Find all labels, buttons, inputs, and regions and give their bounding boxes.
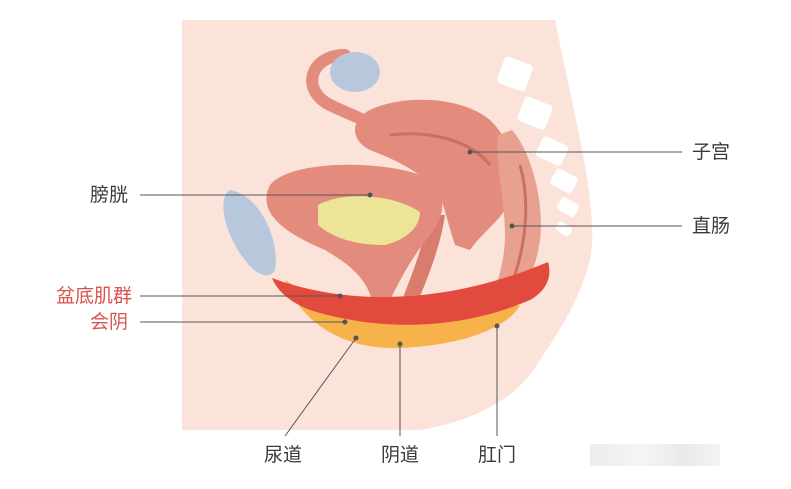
leader-lines [140,151,682,437]
label-pelvic-floor: 盆底肌群 [56,285,133,307]
label-perineum: 会阴 [90,311,129,333]
label-bladder: 膀胱 [90,184,129,206]
pelvic-floor-shape [272,262,550,325]
vertebrae [497,56,580,237]
uterus-shape [355,99,515,250]
label-rectum: 直肠 [692,215,731,237]
watermark [590,444,720,466]
ovary [330,52,380,92]
vagina-shape [395,215,445,320]
label-uterus: 子宫 [692,141,731,163]
label-anus: 肛门 [478,444,517,466]
label-urethra: 尿道 [264,444,303,466]
bladder-content [318,196,420,245]
label-vagina: 阴道 [381,444,420,466]
pubic-bone [223,190,276,276]
